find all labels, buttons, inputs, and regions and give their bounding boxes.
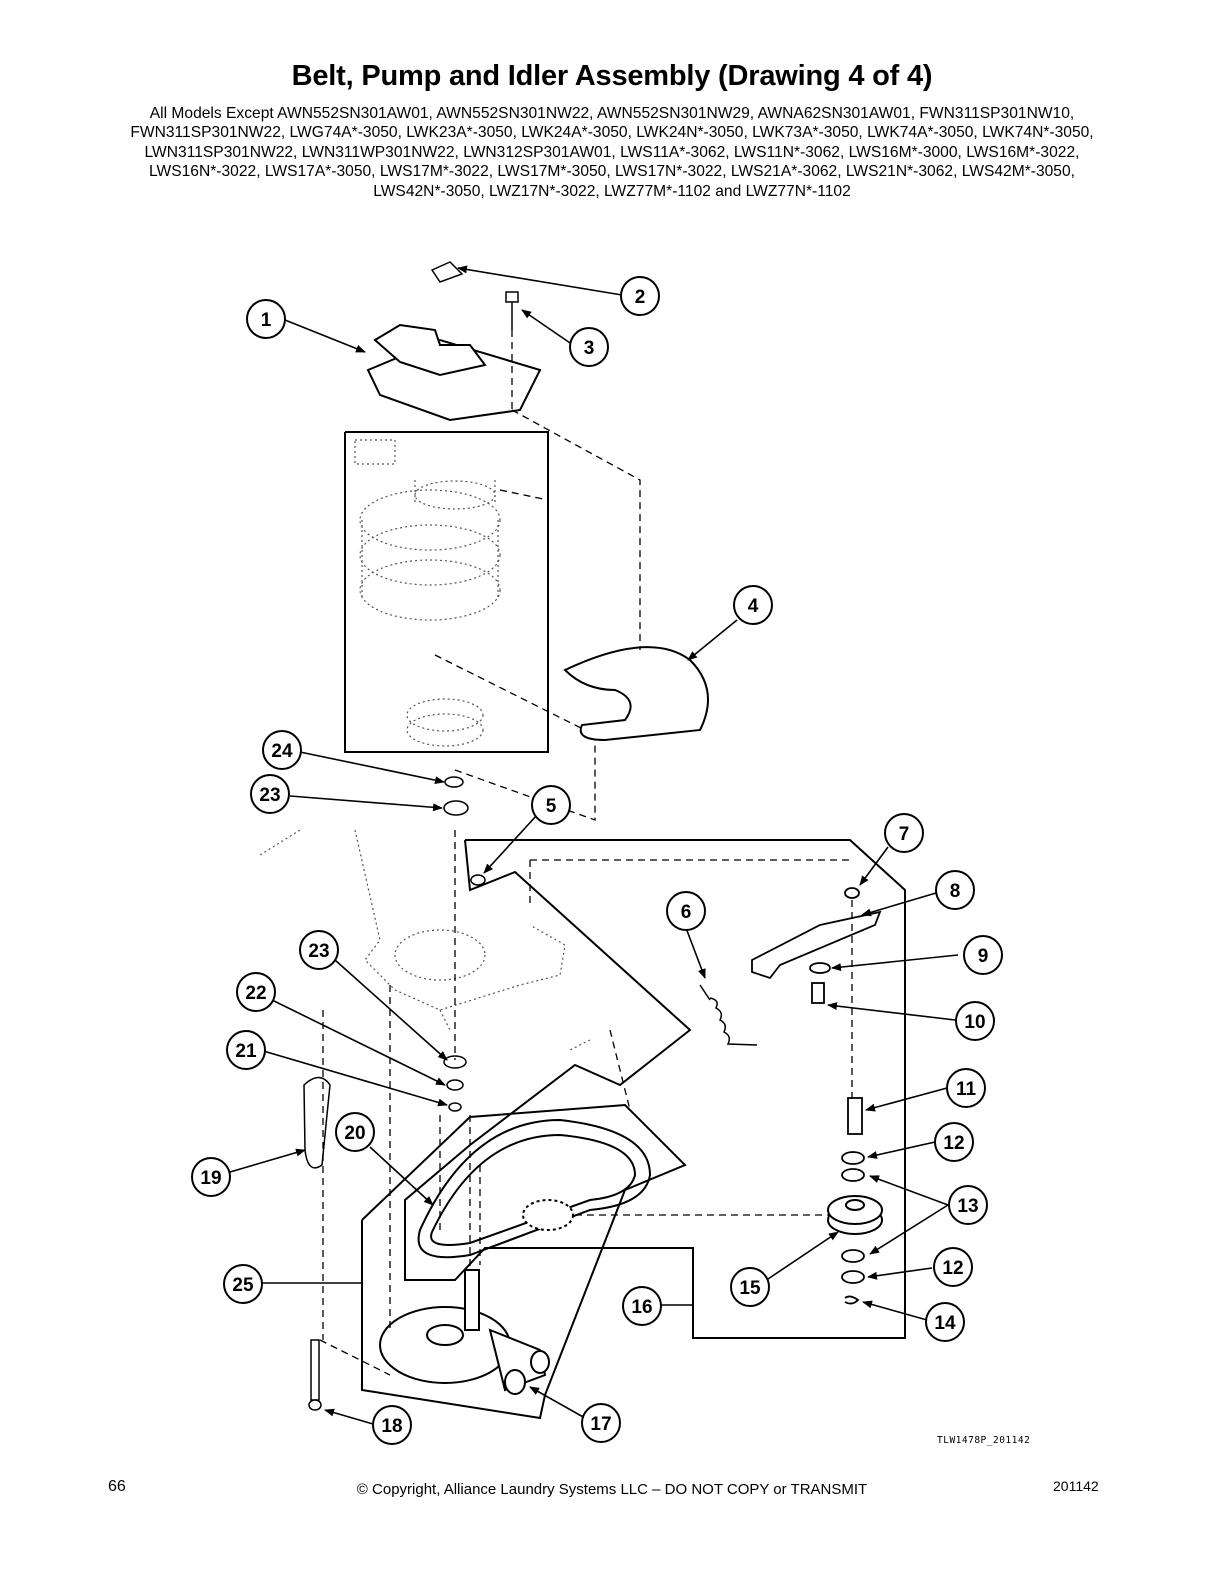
callout-4: 4: [733, 585, 773, 625]
callout-label: 2: [635, 287, 646, 308]
callout-13: 13: [948, 1185, 988, 1225]
model-exclusion-list: All Models Except AWN552SN301AW01, AWN55…: [130, 105, 1094, 200]
callout-14: 14: [925, 1302, 965, 1342]
motor-ghost: [354, 439, 501, 747]
callout-label: 15: [739, 1278, 761, 1299]
callout-label: 8: [950, 881, 961, 902]
callout-label: 16: [631, 1297, 652, 1318]
date-code: 201142: [1053, 1478, 1099, 1494]
copyright-notice: © Copyright, Alliance Laundry Systems LL…: [356, 1481, 868, 1498]
idler-hardware: [751, 887, 882, 1305]
drive-belt-part: [417, 1118, 652, 1259]
callout-3: 3: [569, 327, 609, 367]
cover-part: [366, 323, 542, 422]
callout-label: 4: [748, 596, 759, 617]
callout-24: 24: [262, 730, 302, 770]
callout-1: 1: [246, 299, 286, 339]
callout-label: 17: [590, 1414, 611, 1435]
alignment-lines: [319, 330, 853, 1376]
callout-8: 8: [935, 870, 975, 910]
callout-label: 11: [956, 1079, 977, 1100]
callout-22: 22: [236, 972, 276, 1012]
callout-10: 10: [955, 1001, 995, 1041]
callout-5: 5: [531, 785, 571, 825]
drawing-reference-code: TLW1478P_201142: [937, 1435, 1031, 1446]
callout-label: 18: [381, 1416, 402, 1437]
callout-18: 18: [372, 1405, 412, 1445]
callout-19: 19: [191, 1157, 231, 1197]
callout-label: 6: [681, 902, 692, 923]
callout-23: 23: [250, 774, 290, 814]
callout-7: 7: [884, 813, 924, 853]
idler-pulley-part: [522, 1195, 883, 1235]
page-title: Belt, Pump and Idler Assembly (Drawing 4…: [291, 60, 933, 92]
callout-12: 12: [933, 1247, 973, 1287]
callout-label: 20: [344, 1123, 365, 1144]
callout-label: 23: [259, 785, 280, 806]
callout-6: 6: [666, 891, 706, 931]
frame-ghost: [259, 829, 591, 1051]
spring-part: [699, 984, 758, 1046]
callout-16: 16: [622, 1286, 662, 1326]
callout-label: 19: [200, 1168, 221, 1189]
callout-label: 3: [584, 338, 595, 359]
leader-lines: [229, 265, 959, 1425]
callout-11: 11: [946, 1068, 986, 1108]
callout-label: 14: [934, 1313, 956, 1334]
callout-label: 24: [271, 741, 293, 762]
callout-2: 2: [620, 276, 660, 316]
callout-label: 23: [308, 941, 329, 962]
callout-label: 10: [964, 1012, 985, 1033]
callout-label: 22: [245, 983, 266, 1004]
pump-part: [379, 1269, 550, 1395]
callout-label: 7: [899, 824, 910, 845]
callout-label: 12: [943, 1133, 964, 1154]
callout-label: 1: [261, 310, 272, 331]
callout-12: 12: [934, 1122, 974, 1162]
callout-label: 9: [978, 946, 989, 967]
callout-label: 5: [546, 796, 557, 817]
callout-15: 15: [730, 1267, 770, 1307]
callout-9: 9: [963, 935, 1003, 975]
callout-20: 20: [335, 1112, 375, 1152]
callout-17: 17: [581, 1403, 621, 1443]
callout-label: 12: [942, 1258, 963, 1279]
callout-23: 23: [299, 930, 339, 970]
page-number: 66: [108, 1478, 126, 1495]
callout-label: 21: [235, 1041, 257, 1062]
callout-25: 25: [223, 1264, 263, 1304]
callout-label: 13: [957, 1196, 978, 1217]
motor-assembly-box: [344, 431, 549, 753]
motor-shield-part: [563, 646, 709, 742]
callout-21: 21: [226, 1030, 266, 1070]
callout-label: 25: [232, 1275, 254, 1296]
